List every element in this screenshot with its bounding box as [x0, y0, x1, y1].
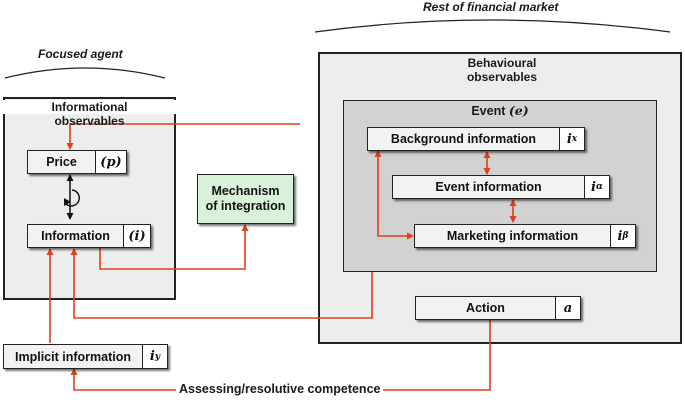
behavioural-title-line1: Behavioural	[467, 56, 537, 70]
cycle-icon	[64, 189, 80, 207]
mechanism-line2: of integration	[205, 199, 286, 213]
background-information-label: Background information	[390, 132, 537, 146]
feedback-to-price-arrow	[66, 123, 300, 150]
implicit-information-label: Implicit information	[15, 349, 131, 364]
behavioural-title-line2: observables	[466, 70, 538, 84]
action-symbol: a	[555, 297, 580, 319]
event-title: Event	[471, 104, 506, 118]
competence-label: Assessing/resolutive competence	[176, 382, 384, 396]
informational-title-line2: observables	[54, 114, 125, 128]
background-marketing-link	[374, 150, 414, 240]
price-label: Price	[46, 155, 77, 169]
information-to-mechanism-arrow	[99, 224, 249, 270]
action-label: Action	[466, 301, 505, 315]
informational-title-line1: Informational	[51, 100, 128, 114]
event-information-label: Event information	[435, 180, 542, 194]
event-panel-title: Event (e)	[343, 103, 657, 118]
informational-observables-title-2: observables	[3, 114, 176, 128]
mechanism-of-integration-box: Mechanism of integration	[197, 174, 294, 224]
action-box: Action a	[415, 296, 581, 320]
rest-of-market-arc	[314, 19, 671, 33]
information-box: Information (i)	[27, 224, 151, 248]
focused-agent-header: Focused agent	[38, 47, 123, 61]
marketing-information-label: Marketing information	[446, 229, 579, 243]
informational-observables-title: Informational	[3, 100, 176, 114]
event-to-information-arrow	[70, 248, 373, 319]
information-symbol: (i)	[123, 225, 150, 247]
price-symbol: (p)	[95, 151, 126, 173]
information-label: Information	[41, 229, 110, 243]
mechanism-line1: Mechanism	[211, 184, 280, 198]
focused-agent-arc	[4, 67, 166, 79]
rest-of-market-header: Rest of financial market	[423, 0, 559, 14]
informational-observables-panel	[3, 97, 176, 300]
price-box: Price (p)	[27, 150, 127, 174]
event-symbol: (e)	[508, 103, 529, 118]
behavioural-observables-title: Behavioural observables	[440, 56, 564, 84]
